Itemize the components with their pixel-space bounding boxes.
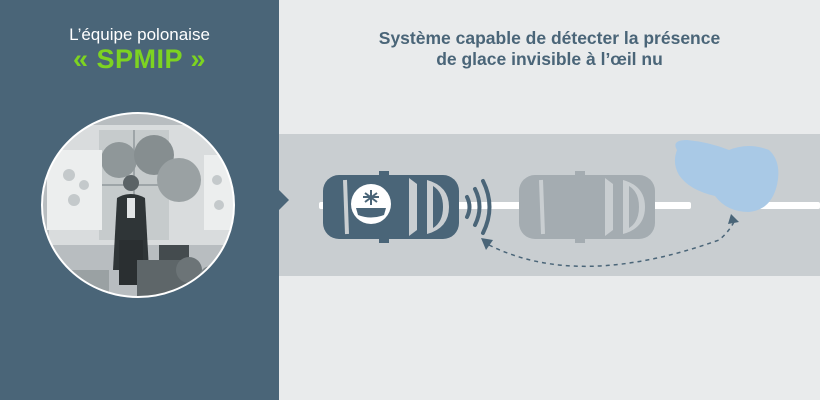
lane-marking: [759, 202, 820, 209]
ice-patch: [674, 140, 779, 212]
headline: Système capable de détecter la présence …: [279, 28, 820, 70]
panel-pointer: [279, 190, 289, 210]
team-name: « SPMIP »: [72, 44, 207, 74]
detection-arc: [488, 219, 736, 267]
ghost-car: [519, 171, 655, 243]
detecting-car: [323, 171, 459, 243]
road-illustration: [279, 134, 820, 276]
team-label: L’équipe polonaise: [69, 25, 210, 44]
headline-line-2: de glace invisible à l’œil nu: [436, 49, 663, 69]
arrow-head-right: [728, 214, 739, 224]
arrow-head-left: [481, 238, 493, 250]
ice-crystal-icon: [351, 184, 391, 224]
wireless-signal-icon: [465, 179, 492, 235]
team-photo: [39, 110, 237, 305]
headline-line-1: Système capable de détecter la présence: [378, 28, 721, 48]
